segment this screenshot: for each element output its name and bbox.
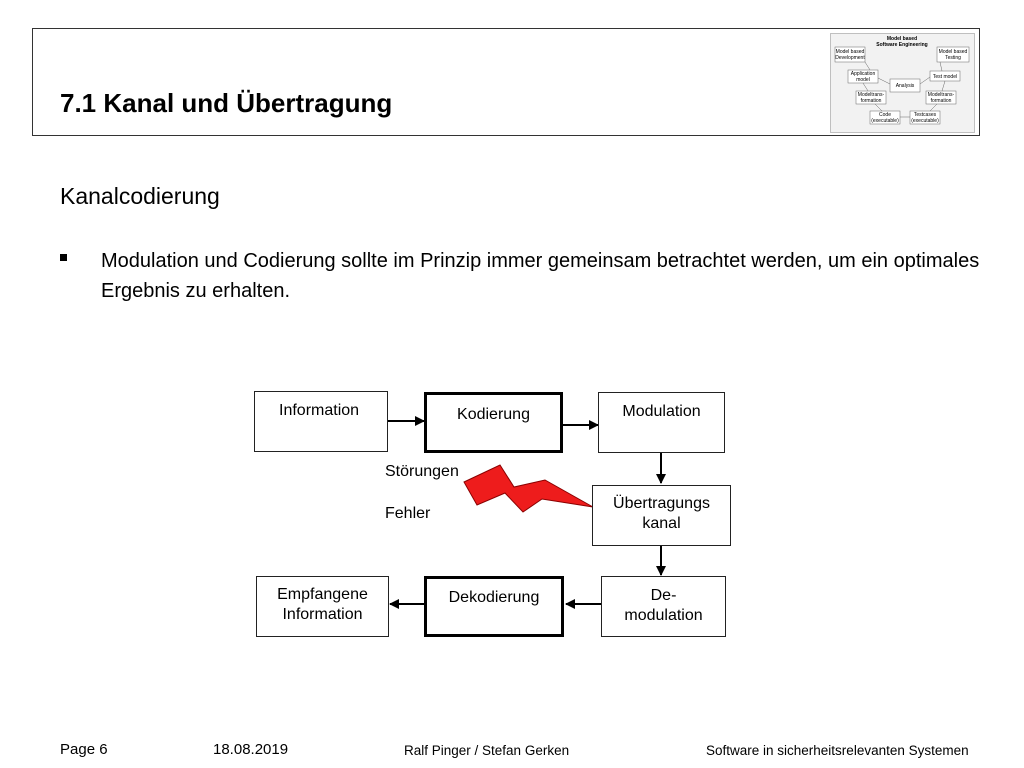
label-fehler: Fehler bbox=[385, 505, 431, 522]
box-empfangene-label-2: Information bbox=[282, 606, 363, 623]
logo-code-1: Code bbox=[879, 112, 891, 118]
logo-trans-right-2: formation bbox=[931, 98, 952, 104]
box-empfangene-label-1: Empfangene bbox=[277, 586, 368, 603]
box-uebertragungskanal: Übertragungs kanal bbox=[592, 485, 731, 546]
box-modulation-label: Modulation bbox=[622, 403, 701, 420]
footer-authors: Ralf Pinger / Stefan Gerken bbox=[404, 743, 570, 758]
title-frame bbox=[32, 28, 980, 136]
box-modulation: Modulation bbox=[598, 392, 725, 453]
box-dekodierung: Dekodierung bbox=[424, 576, 564, 637]
footer-course: Software in sicherheitsrelevanten System… bbox=[706, 743, 969, 758]
logo-testcases-1: Testcases bbox=[914, 112, 937, 118]
logo-mbd-1: Model based bbox=[836, 49, 865, 55]
bullet-square-icon bbox=[60, 254, 67, 261]
lightning-bolt-icon bbox=[463, 464, 594, 513]
box-kanal-label-1: Übertragungs bbox=[613, 495, 710, 512]
logo-trans-right-1: Modeltrans- bbox=[928, 92, 955, 98]
logo-mbt-2: Testing bbox=[945, 55, 961, 61]
box-demod-label-2: modulation bbox=[624, 607, 703, 624]
logo-testcases-2: (executable) bbox=[911, 118, 939, 124]
footer-page-number: Page 6 bbox=[60, 741, 108, 758]
logo-test-model: Test model bbox=[933, 74, 957, 80]
slide-title: 7.1 Kanal und Übertragung bbox=[60, 88, 393, 118]
label-stoerungen: Störungen bbox=[385, 463, 459, 480]
mbse-logo: Model based Software Engineering Model b… bbox=[830, 33, 975, 133]
box-dekodierung-label: Dekodierung bbox=[448, 589, 540, 606]
box-kodierung: Kodierung bbox=[424, 392, 563, 453]
logo-title-1: Model based bbox=[887, 36, 917, 42]
logo-title-2: Software Engineering bbox=[876, 42, 927, 48]
logo-code-2: (executable) bbox=[871, 118, 899, 124]
logo-analysis: Analysis bbox=[896, 83, 915, 89]
logo-trans-left-1: Modeltrans- bbox=[858, 92, 885, 98]
logo-app-model-1: Application bbox=[851, 71, 876, 77]
box-information-label: Information bbox=[279, 402, 360, 419]
box-empfangene-information: Empfangene Information bbox=[256, 576, 389, 637]
footer-date: 18.08.2019 bbox=[213, 741, 289, 758]
bullet-text: Modulation und Codierung sollte im Prinz… bbox=[101, 250, 980, 302]
box-kanal-label-2: kanal bbox=[642, 515, 681, 532]
box-kodierung-label: Kodierung bbox=[457, 406, 530, 423]
box-information: Information bbox=[254, 391, 388, 452]
box-demodulation: De- modulation bbox=[601, 576, 726, 637]
logo-mbt-1: Model based bbox=[939, 49, 968, 55]
box-demod-label-1: De- bbox=[650, 587, 677, 604]
logo-app-model-2: model bbox=[856, 77, 870, 83]
logo-mbd-2: Development bbox=[835, 55, 865, 61]
section-subtitle: Kanalcodierung bbox=[60, 183, 220, 209]
logo-trans-left-2: formation bbox=[861, 98, 882, 104]
